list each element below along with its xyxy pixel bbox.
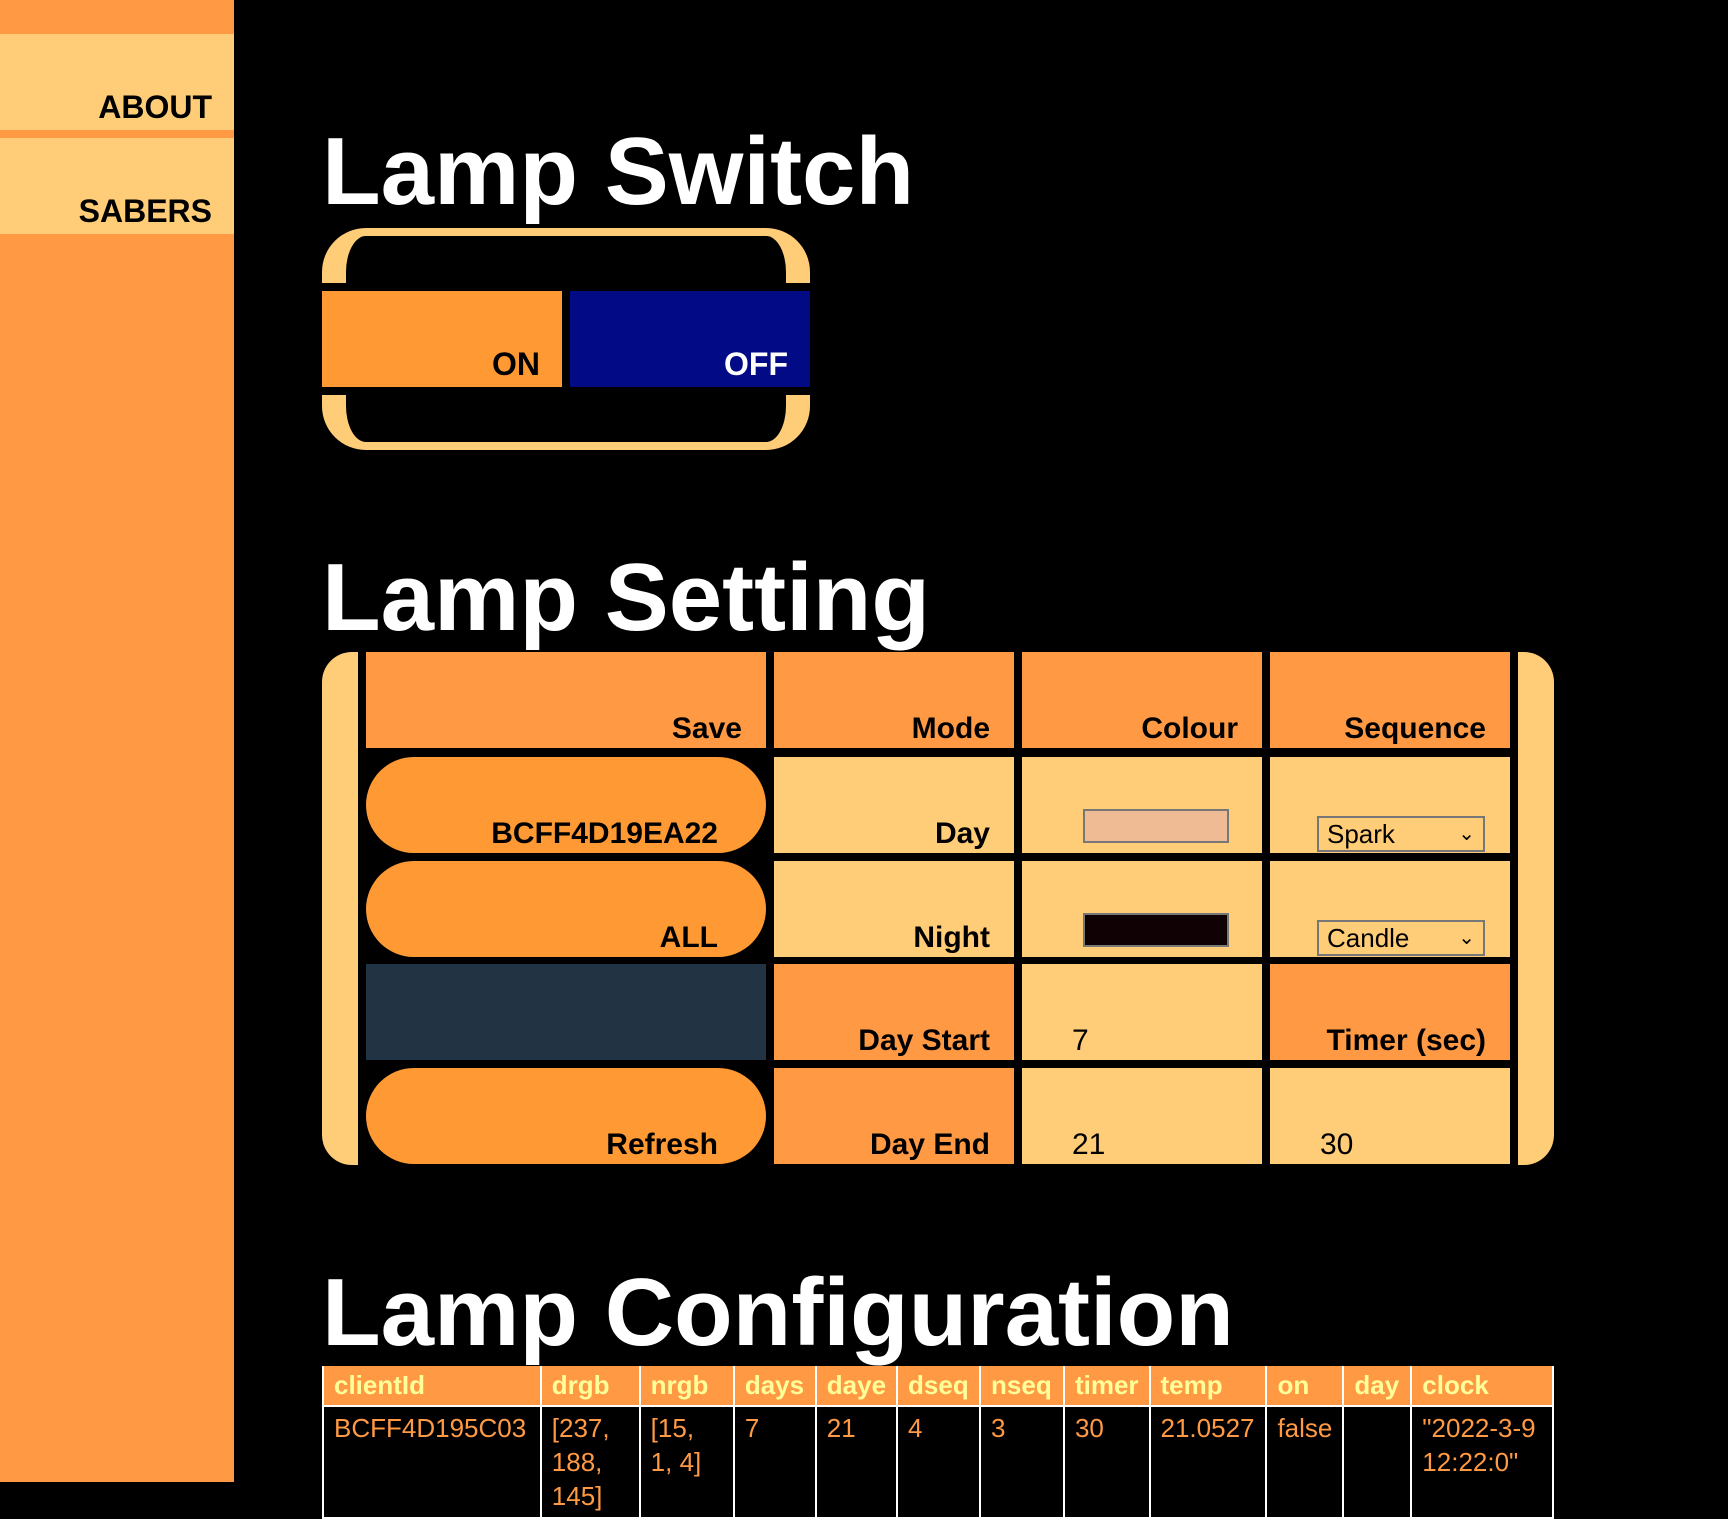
column-header: daye bbox=[814, 1366, 899, 1407]
mode-night: Night bbox=[774, 861, 1014, 957]
column-header: timer bbox=[1062, 1366, 1151, 1407]
on-label: ON bbox=[492, 346, 540, 382]
table-left-cap bbox=[322, 652, 358, 1165]
table-cell bbox=[1342, 1405, 1413, 1519]
column-header: temp bbox=[1148, 1366, 1268, 1407]
header-sequence: Sequence bbox=[1270, 652, 1510, 748]
header-mode: Mode bbox=[774, 652, 1014, 748]
day-end-label: Day End bbox=[774, 1068, 1014, 1164]
table-cell: 21.0527 bbox=[1148, 1405, 1268, 1519]
table-cell: [15, 1, 4] bbox=[638, 1405, 735, 1519]
column-header: clock bbox=[1410, 1366, 1554, 1407]
refresh-button[interactable]: Refresh bbox=[366, 1068, 766, 1164]
nav-label: SABERS bbox=[78, 193, 212, 229]
table-cell: "2022-3-9 12:22:0" bbox=[1410, 1405, 1554, 1519]
column-header: dseq bbox=[896, 1366, 982, 1407]
off-label: OFF bbox=[724, 346, 788, 382]
empty-cell bbox=[366, 964, 766, 1060]
table-cell: 3 bbox=[979, 1405, 1065, 1519]
device-save-button[interactable]: BCFF4D19EA22 bbox=[366, 757, 766, 853]
lamp-setting-title: Lamp Setting bbox=[322, 544, 931, 651]
on-button[interactable]: ON bbox=[322, 291, 562, 387]
column-header: nrgb bbox=[638, 1366, 735, 1407]
column-header: clientId bbox=[322, 1366, 542, 1407]
column-header: on bbox=[1265, 1366, 1345, 1407]
table-cell: 21 bbox=[814, 1405, 899, 1519]
day-colour-picker[interactable] bbox=[1083, 809, 1229, 843]
lamp-switch-title: Lamp Switch bbox=[322, 118, 915, 225]
day-sequence-select[interactable]: Spark⌄ bbox=[1317, 816, 1485, 852]
day-end-input[interactable]: 21 bbox=[1022, 1068, 1262, 1164]
sidebar-item-sabers[interactable]: SABERS bbox=[0, 138, 234, 234]
table-right-cap bbox=[1518, 652, 1554, 1165]
header-save: Save bbox=[366, 652, 766, 748]
header-colour: Colour bbox=[1022, 652, 1262, 748]
column-header: drgb bbox=[539, 1366, 641, 1407]
table-cell: false bbox=[1265, 1405, 1345, 1519]
chevron-down-icon: ⌄ bbox=[1458, 927, 1475, 949]
column-header: nseq bbox=[979, 1366, 1065, 1407]
table-cell: 7 bbox=[732, 1405, 817, 1519]
switch-frame-bottom bbox=[322, 395, 810, 450]
switch-frame-top bbox=[322, 228, 810, 283]
lamp-configuration-title: Lamp Configuration bbox=[322, 1259, 1234, 1366]
sidebar: ABOUT SABERS bbox=[0, 0, 234, 1482]
night-colour-picker[interactable] bbox=[1083, 913, 1229, 947]
table-cell: [237, 188, 145] bbox=[539, 1405, 641, 1519]
column-header: day bbox=[1342, 1366, 1413, 1407]
all-button[interactable]: ALL bbox=[366, 861, 766, 957]
column-header: days bbox=[732, 1366, 817, 1407]
timer-input[interactable]: 30 bbox=[1270, 1068, 1510, 1164]
table-cell: 30 bbox=[1062, 1405, 1151, 1519]
day-start-input[interactable]: 7 bbox=[1022, 964, 1262, 1060]
timer-label: Timer (sec) bbox=[1270, 964, 1510, 1060]
sidebar-item-about[interactable]: ABOUT bbox=[0, 34, 234, 130]
night-sequence-select[interactable]: Candle⌄ bbox=[1317, 920, 1485, 956]
nav-label: ABOUT bbox=[98, 89, 212, 125]
mode-day: Day bbox=[774, 757, 1014, 853]
table-cell: 4 bbox=[896, 1405, 982, 1519]
table-cell: BCFF4D195C03 bbox=[322, 1405, 542, 1519]
off-button[interactable]: OFF bbox=[570, 291, 810, 387]
chevron-down-icon: ⌄ bbox=[1458, 823, 1475, 845]
day-start-label: Day Start bbox=[774, 964, 1014, 1060]
